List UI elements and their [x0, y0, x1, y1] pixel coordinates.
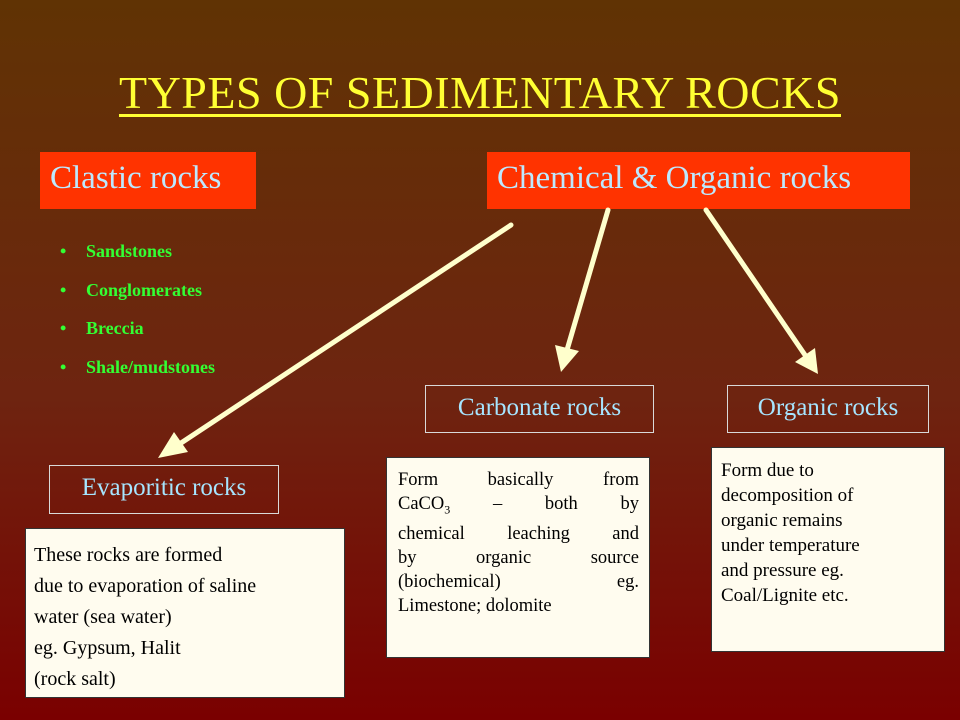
organic-desc-line: Coal/Lignite etc.	[721, 585, 849, 606]
arrow-to-carbonate	[564, 207, 611, 353]
arrow-head-carbonate	[555, 345, 579, 372]
evaporitic-desc-line: water (sea water)	[34, 606, 172, 628]
chemical-organic-rocks-box: Chemical & Organic rocks	[487, 152, 910, 209]
evaporitic-description: These rocks are formed due to evaporatio…	[25, 528, 345, 698]
carbonate-desc-line: by organic source	[398, 547, 639, 568]
page-title: TYPES OF SEDIMENTARY ROCKS	[118, 67, 841, 118]
carbonate-desc-line2-rest: – both by	[450, 494, 639, 514]
clastic-rocks-label: Clastic rocks	[50, 160, 222, 196]
list-item: Breccia	[60, 309, 215, 348]
organic-desc-line: Form due to	[721, 460, 814, 481]
carbonate-rocks-label: Carbonate rocks	[457, 394, 622, 421]
organic-desc-line: under temperature	[721, 535, 860, 556]
arrow-to-organic	[703, 207, 808, 358]
carbonate-rocks-box: Carbonate rocks	[425, 385, 654, 433]
arrow-head-evaporitic	[158, 432, 188, 458]
list-item: Sandstones	[60, 232, 215, 271]
carbonate-desc-line: CaCO3 – both by	[398, 492, 639, 522]
carbonate-formula: CaCO	[398, 494, 445, 514]
list-item: Conglomerates	[60, 271, 215, 310]
carbonate-description: Form basically from CaCO3 – both by chem…	[386, 457, 650, 658]
evaporitic-rocks-box: Evaporitic rocks	[49, 465, 279, 514]
organic-desc-line: decomposition of	[721, 485, 854, 506]
carbonate-desc-line: (biochemical) eg.	[398, 571, 639, 592]
evaporitic-desc-line: eg. Gypsum, Halit	[34, 637, 181, 659]
carbonate-desc-line: Limestone; dolomite	[398, 595, 552, 616]
organic-desc-line: and pressure eg.	[721, 560, 844, 581]
arrow-head-organic	[795, 348, 818, 374]
arrow-to-evaporitic	[175, 222, 514, 448]
list-item: Shale/mudstones	[60, 348, 215, 387]
evaporitic-desc-line: due to evaporation of saline	[34, 575, 257, 597]
evaporitic-desc-line: These rocks are formed	[34, 544, 223, 566]
organic-description: Form due to decomposition of organic rem…	[711, 447, 945, 652]
organic-desc-line: organic remains	[721, 510, 843, 531]
carbonate-desc-line: Form basically from	[398, 470, 639, 490]
carbonate-formula-subscript: 3	[444, 502, 451, 517]
evaporitic-rocks-label: Evaporitic rocks	[81, 474, 247, 501]
carbonate-desc-line: chemical leaching and	[398, 523, 639, 544]
organic-rocks-box: Organic rocks	[727, 385, 929, 433]
evaporitic-desc-line: (rock salt)	[34, 668, 116, 690]
chemical-organic-rocks-label: Chemical & Organic rocks	[497, 160, 852, 196]
organic-rocks-label: Organic rocks	[757, 394, 899, 421]
clastic-examples-list: Sandstones Conglomerates Breccia Shale/m…	[60, 232, 215, 386]
clastic-rocks-box: Clastic rocks	[40, 152, 256, 209]
